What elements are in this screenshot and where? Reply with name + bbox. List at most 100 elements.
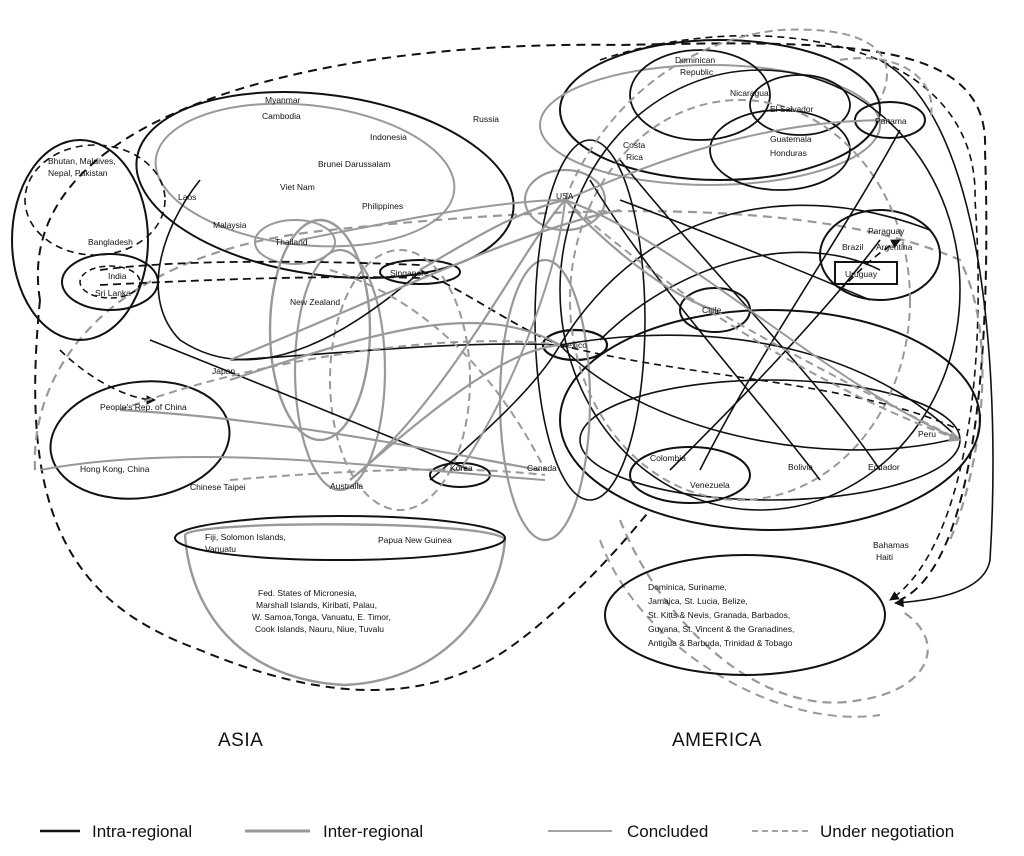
label-caribbean-3: St. Kitts & Nevis, Granada, Barbados, bbox=[648, 610, 790, 620]
gray-bottom-loop bbox=[618, 519, 929, 704]
big-america-loop-1 bbox=[559, 69, 961, 511]
label-hongkong: Hong Kong, China bbox=[80, 464, 150, 474]
label-peru: Peru bbox=[918, 429, 936, 439]
andean-inner bbox=[579, 379, 961, 501]
label-bolivia: Bolivia bbox=[788, 462, 813, 472]
fiji-png-group bbox=[174, 515, 506, 561]
nicaragua-loop bbox=[629, 49, 771, 141]
central-america-gray bbox=[539, 64, 881, 186]
label-elsalvador: El Salvador bbox=[770, 104, 814, 114]
label-ecuador: Ecuador bbox=[868, 462, 900, 472]
label-thailand: Thailand bbox=[275, 237, 308, 247]
label-canada: Canada bbox=[527, 463, 557, 473]
label-china: People's Rep. of China bbox=[100, 402, 187, 412]
label-pacific-1: Fed. States of Micronesia, bbox=[258, 588, 357, 598]
asean-group bbox=[135, 91, 515, 279]
canada-loop bbox=[498, 258, 592, 542]
label-caribbean-2: Jamaica, St. Lucia, Belize, bbox=[648, 596, 748, 606]
label-usa: USA bbox=[556, 191, 574, 201]
asia-america-outer-loop bbox=[37, 42, 988, 601]
label-newzealand: New Zealand bbox=[290, 297, 340, 307]
label-korea: Korea bbox=[450, 463, 473, 473]
label-paraguay: Paraguay bbox=[868, 226, 905, 236]
label-panama: Panama bbox=[875, 116, 907, 126]
label-venezuela: Venezuela bbox=[690, 480, 730, 490]
trade-agreement-links bbox=[39, 28, 962, 481]
central-america-group bbox=[559, 39, 881, 181]
label-bangladesh: Bangladesh bbox=[88, 237, 133, 247]
label-pacific-2: Marshall Islands, Kiribati, Palau, bbox=[256, 600, 377, 610]
black-right-solid-arc bbox=[879, 59, 994, 608]
region-asia: ASIA bbox=[218, 730, 263, 751]
label-costarica-1: Costa bbox=[623, 140, 645, 150]
label-dominican-1: Dominican bbox=[675, 55, 715, 65]
thailand-inner bbox=[254, 219, 336, 265]
legend-label-concluded: Concluded bbox=[627, 822, 708, 841]
andean-group bbox=[559, 309, 981, 531]
india-inner bbox=[79, 265, 141, 299]
singapore-box bbox=[379, 259, 461, 285]
label-indonesia: Indonesia bbox=[370, 132, 407, 142]
label-guatemala: Guatemala bbox=[770, 134, 812, 144]
label-chile: Chile bbox=[702, 305, 722, 315]
big-america-loop-2 bbox=[569, 99, 911, 501]
label-singapore: Singapore bbox=[390, 268, 429, 278]
colombia-venezuela bbox=[629, 446, 751, 504]
label-cambodia: Cambodia bbox=[262, 111, 301, 121]
gray-outer-loop bbox=[33, 210, 984, 541]
label-brunei: Brunei Darussalam bbox=[318, 159, 390, 169]
legend-label-inter: Inter-regional bbox=[323, 822, 423, 841]
label-srilanka: Sri Lanka bbox=[95, 288, 131, 298]
guatemala-honduras bbox=[709, 109, 851, 191]
legend: Intra-regional Inter-regional Concluded … bbox=[40, 822, 954, 841]
label-pacific-3: W. Samoa,Tonga, Vanuatu, E. Timor, bbox=[252, 612, 391, 622]
south-asia-group bbox=[11, 139, 149, 341]
asean-inner bbox=[154, 102, 456, 248]
label-pacific-4: Cook Islands, Nauru, Niue, Tuvalu bbox=[255, 624, 384, 634]
outer-negotiation-loops bbox=[33, 34, 994, 718]
pacific-bowl bbox=[183, 523, 507, 687]
label-brazil: Brazil bbox=[842, 242, 863, 252]
america-labels: Dominican Republic Nicaragua El Salvador… bbox=[527, 55, 936, 648]
label-philippines: Philippines bbox=[362, 201, 403, 211]
label-nicaragua: Nicaragua bbox=[730, 88, 769, 98]
label-argentina: Argentina bbox=[876, 242, 913, 252]
label-taipei: Chinese Taipei bbox=[190, 482, 246, 492]
label-caribbean-4: Guyana, St. Vincent & the Granadines, bbox=[648, 624, 794, 634]
label-japan: Japan bbox=[212, 366, 235, 376]
label-bahamas-2: Haiti bbox=[876, 552, 893, 562]
america-outer-loop bbox=[599, 34, 979, 601]
label-dominican-2: Republic bbox=[680, 67, 714, 77]
mercosur-group bbox=[819, 209, 941, 301]
label-uruguay: Uruguay bbox=[845, 269, 878, 279]
label-australia: Australia bbox=[330, 481, 363, 491]
label-fiji-1: Fiji, Solomon Islands, bbox=[205, 532, 286, 542]
label-bhutan-2: Nepal, Pakistan bbox=[48, 168, 108, 178]
label-caribbean-5: Antigua & Barbuda, Trinidad & Tobago bbox=[648, 638, 793, 648]
label-russia: Russia bbox=[473, 114, 499, 124]
label-india: India bbox=[108, 271, 127, 281]
label-costarica-2: Rica bbox=[626, 152, 643, 162]
region-america: AMERICA bbox=[672, 730, 762, 751]
label-honduras: Honduras bbox=[770, 148, 807, 158]
nz-loop bbox=[268, 218, 372, 442]
mexico-loop bbox=[534, 139, 646, 501]
legend-label-intra: Intra-regional bbox=[92, 822, 192, 841]
label-fiji-2: Vanuatu bbox=[205, 544, 236, 554]
label-myanmar: Myanmar bbox=[265, 95, 301, 105]
nz-loop-3 bbox=[329, 249, 471, 511]
label-laos: Laos bbox=[178, 192, 196, 202]
nz-loop-2 bbox=[293, 248, 387, 492]
label-vietnam: Viet Nam bbox=[280, 182, 315, 192]
label-caribbean-1: Dominica, Suriname, bbox=[648, 582, 727, 592]
panama-box bbox=[854, 101, 926, 139]
caribbean-group bbox=[604, 554, 886, 676]
label-png: Papua New Guinea bbox=[378, 535, 452, 545]
asia-outer-loop-bottom bbox=[34, 299, 651, 691]
china-hongkong bbox=[49, 380, 231, 500]
label-bhutan-1: Bhutan, Maldives, bbox=[48, 156, 116, 166]
label-malaysia: Malaysia bbox=[213, 220, 247, 230]
usa-loop bbox=[523, 168, 607, 232]
asia-labels: Myanmar Cambodia Indonesia Russia Brunei… bbox=[48, 95, 499, 634]
